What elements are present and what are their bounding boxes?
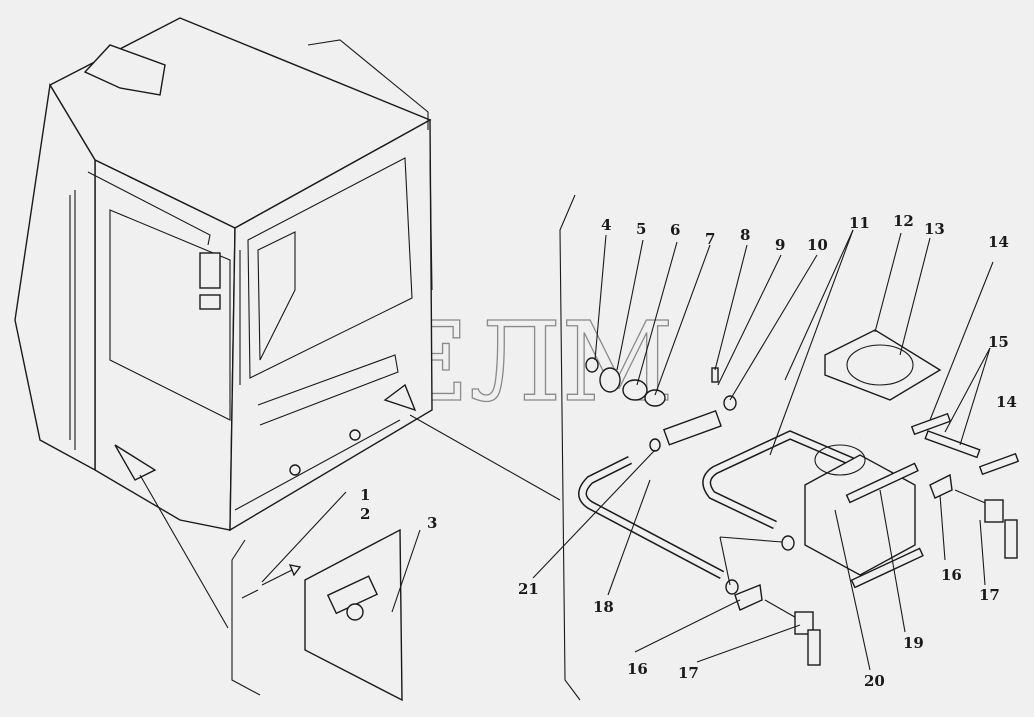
cab-body [14, 17, 433, 532]
callout-20: 20 [864, 672, 885, 690]
callout-17-b: 17 [678, 664, 699, 682]
callout-19: 19 [903, 634, 924, 652]
callout-16: 16 [941, 566, 962, 584]
callout-labels: 1 2 3 4 5 6 7 8 9 10 11 12 13 14 15 14 1… [360, 212, 1017, 690]
callout-14-b: 14 [996, 393, 1017, 411]
callout-5: 5 [636, 220, 646, 238]
callout-1: 1 [360, 486, 370, 504]
callout-2: 2 [360, 505, 370, 523]
callout-8: 8 [740, 226, 750, 244]
leader-lines [139, 229, 994, 671]
heater-assembly [578, 329, 1020, 666]
callout-10: 10 [807, 236, 828, 254]
callout-18: 18 [593, 598, 614, 616]
callout-11: 11 [849, 214, 870, 232]
callout-16-b: 16 [627, 660, 648, 678]
callout-7: 7 [705, 230, 715, 248]
cover-plate [241, 528, 403, 702]
callout-14: 14 [988, 233, 1009, 251]
callout-12: 12 [893, 212, 914, 230]
callout-15: 15 [988, 333, 1009, 351]
callout-6: 6 [670, 221, 680, 239]
callout-4: 4 [601, 216, 611, 234]
callout-17: 17 [979, 586, 1000, 604]
callout-21: 21 [518, 580, 539, 598]
callout-3: 3 [427, 514, 437, 532]
callout-13: 13 [924, 220, 945, 238]
callout-9: 9 [775, 236, 785, 254]
